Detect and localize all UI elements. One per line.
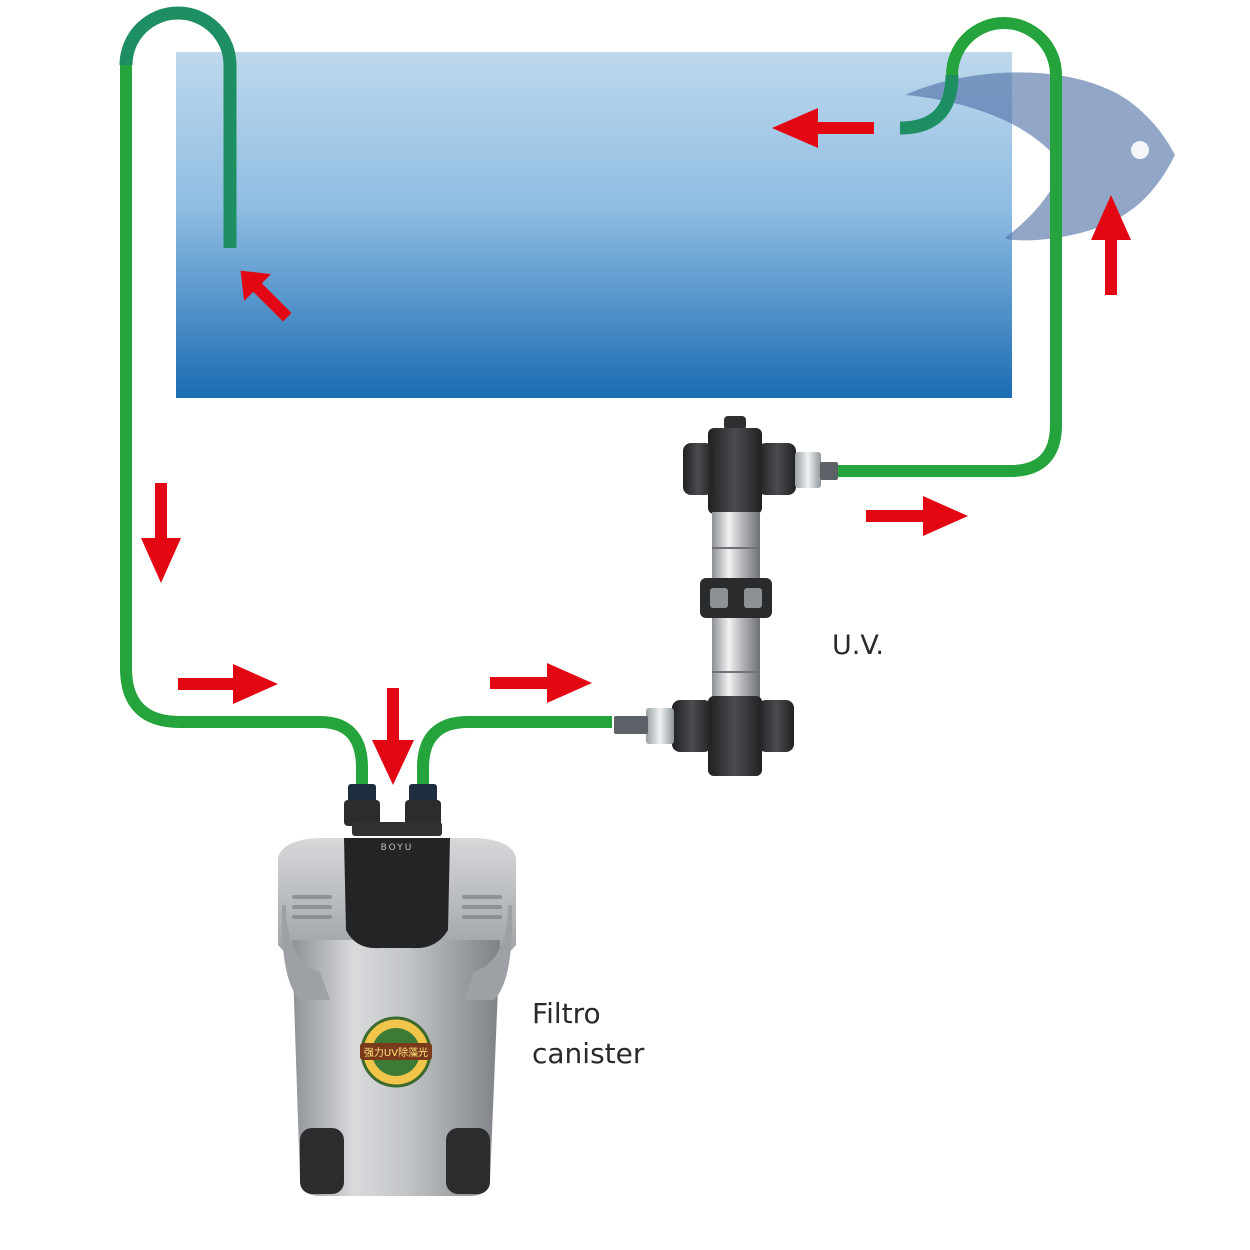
canister-filter-label-line1: Filtro — [532, 994, 644, 1034]
canister-filter-label-line2: canister — [532, 1034, 644, 1074]
flow-arrow-into-canister — [372, 688, 414, 785]
svg-text:强力UV除藻光: 强力UV除藻光 — [364, 1046, 428, 1059]
aquarium-water — [176, 52, 1012, 398]
flow-arrow-down-left — [141, 483, 181, 583]
flow-arrow-right-2 — [490, 663, 592, 703]
flow-arrow-right-3 — [866, 496, 968, 536]
canister-to-uv-hose — [423, 722, 612, 786]
canister-filter: BOYU 强力UV除藻光 — [278, 784, 516, 1196]
uv-sterilizer — [614, 416, 838, 776]
uv-badge: 强力UV除藻光 — [360, 1018, 432, 1086]
brand-logo: BOYU — [381, 843, 414, 853]
uv-label: U.V. — [832, 626, 884, 666]
flow-arrow-right-1 — [178, 664, 278, 704]
canister-filter-label: Filtro canister — [532, 994, 644, 1074]
